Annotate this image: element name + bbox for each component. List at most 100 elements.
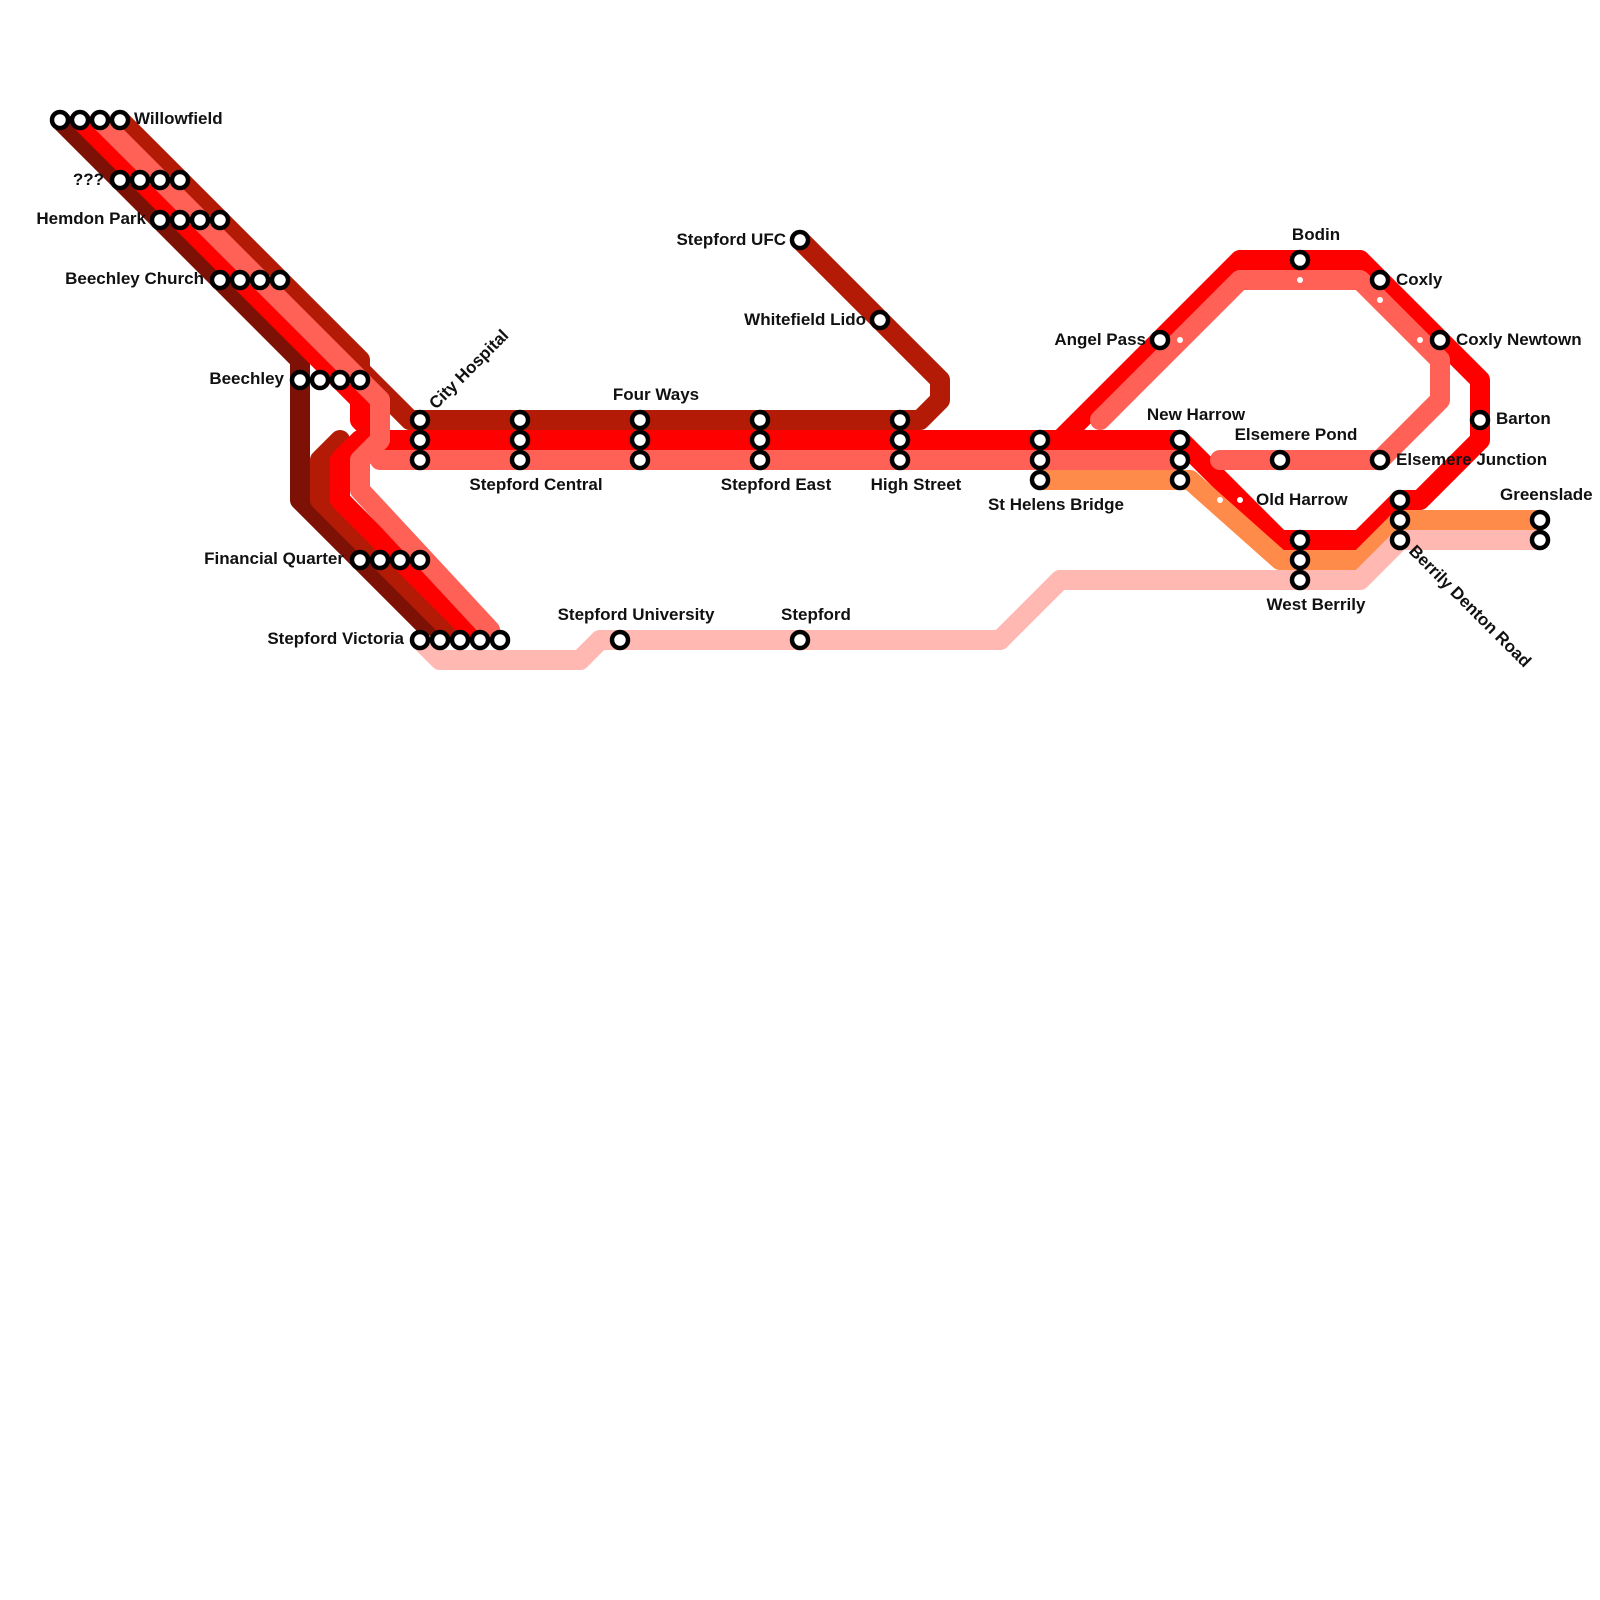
station-label-berrily-denton-road[interactable]: Berrily Denton Road bbox=[1405, 541, 1535, 671]
station-marker-hemdon-park[interactable] bbox=[149, 209, 171, 231]
station-marker-city-hospital[interactable] bbox=[409, 449, 431, 471]
station-label-old-harrow[interactable]: Old Harrow bbox=[1256, 490, 1348, 509]
station-marker-stepford-victoria[interactable] bbox=[489, 629, 511, 651]
station-label-coxly-newtown[interactable]: Coxly Newtown bbox=[1456, 330, 1582, 349]
station-marker-willowfield[interactable] bbox=[49, 109, 71, 131]
station-marker-beechley-church[interactable] bbox=[229, 269, 251, 291]
station-marker-financial-quarter[interactable] bbox=[389, 549, 411, 571]
station-marker-high-street[interactable] bbox=[889, 449, 911, 471]
station-marker-beechley-church[interactable] bbox=[209, 269, 231, 291]
station-marker-beechley[interactable] bbox=[289, 369, 311, 391]
station-label-hemdon-park[interactable]: Hemdon Park bbox=[36, 209, 146, 228]
station-label-angel-pass[interactable]: Angel Pass bbox=[1054, 330, 1146, 349]
station-marker-stepford-central[interactable] bbox=[509, 449, 531, 471]
station-label-beechley-church[interactable]: Beechley Church bbox=[65, 269, 204, 288]
station-marker-high-street[interactable] bbox=[889, 429, 911, 451]
station-marker-stepford-university[interactable] bbox=[609, 629, 631, 651]
station-label-financial-quarter[interactable]: Financial Quarter bbox=[204, 549, 344, 568]
station-label-stepford-victoria[interactable]: Stepford Victoria bbox=[267, 629, 404, 648]
station-label-high-street[interactable]: High Street bbox=[871, 475, 962, 494]
station-label-willowfield[interactable]: Willowfield bbox=[134, 109, 223, 128]
station-marker-stepford-victoria[interactable] bbox=[409, 629, 431, 651]
station-marker-elsemere-pond[interactable] bbox=[1269, 449, 1291, 471]
station-marker-bodin[interactable] bbox=[1289, 249, 1311, 271]
station-marker-city-hospital[interactable] bbox=[409, 429, 431, 451]
station-marker-unknown[interactable] bbox=[149, 169, 171, 191]
station-marker-willowfield[interactable] bbox=[109, 109, 131, 131]
station-label-west-berrily[interactable]: West Berrily bbox=[1267, 595, 1366, 614]
station-marker-beechley-church[interactable] bbox=[269, 269, 291, 291]
station-marker-stepford-victoria[interactable] bbox=[449, 629, 471, 651]
station-label-elsemere-junction[interactable]: Elsemere Junction bbox=[1396, 450, 1547, 469]
station-marker-stepford-central[interactable] bbox=[509, 409, 531, 431]
route-orange-line[interactable] bbox=[1030, 470, 1550, 570]
station-label-city-hospital[interactable]: City Hospital bbox=[425, 326, 512, 413]
station-marker-berrily-denton-road[interactable] bbox=[1389, 529, 1411, 551]
route-pink-line[interactable] bbox=[410, 530, 1550, 670]
station-marker-coxly[interactable] bbox=[1369, 269, 1391, 291]
station-marker-stepford-central[interactable] bbox=[509, 429, 531, 451]
station-marker-st-helens-bridge[interactable] bbox=[1029, 469, 1051, 491]
station-marker-four-ways[interactable] bbox=[629, 449, 651, 471]
station-label-st-helens-bridge[interactable]: St Helens Bridge bbox=[988, 495, 1124, 514]
station-label-barton[interactable]: Barton bbox=[1496, 409, 1551, 428]
station-marker-berrily-denton-road[interactable] bbox=[1389, 489, 1411, 511]
station-label-beechley[interactable]: Beechley bbox=[209, 369, 284, 388]
station-marker-barton[interactable] bbox=[1469, 409, 1491, 431]
station-marker-beechley[interactable] bbox=[309, 369, 331, 391]
station-label-stepford-east[interactable]: Stepford East bbox=[721, 475, 832, 494]
station-marker-financial-quarter[interactable] bbox=[349, 549, 371, 571]
station-marker-willowfield[interactable] bbox=[69, 109, 91, 131]
station-label-stepford-university[interactable]: Stepford University bbox=[558, 605, 715, 624]
station-marker-unknown[interactable] bbox=[129, 169, 151, 191]
station-marker-st-helens-bridge[interactable] bbox=[1029, 449, 1051, 471]
station-label-coxly[interactable]: Coxly bbox=[1396, 270, 1443, 289]
station-label-whitefield-lido[interactable]: Whitefield Lido bbox=[744, 310, 866, 329]
station-marker-city-hospital[interactable] bbox=[409, 409, 431, 431]
station-marker-stepford-east[interactable] bbox=[749, 449, 771, 471]
station-marker-beechley-church[interactable] bbox=[249, 269, 271, 291]
station-marker-new-harrow[interactable] bbox=[1169, 429, 1191, 451]
station-marker-coxly-newtown[interactable] bbox=[1429, 329, 1451, 351]
station-label-bodin[interactable]: Bodin bbox=[1292, 225, 1340, 244]
route-coral-line[interactable] bbox=[90, 110, 500, 640]
station-marker-hemdon-park[interactable] bbox=[169, 209, 191, 231]
station-marker-four-ways[interactable] bbox=[629, 429, 651, 451]
station-marker-hemdon-park[interactable] bbox=[209, 209, 231, 231]
station-marker-beechley[interactable] bbox=[349, 369, 371, 391]
station-marker-willowfield[interactable] bbox=[89, 109, 111, 131]
station-marker-stepford[interactable] bbox=[789, 629, 811, 651]
station-label-new-harrow[interactable]: New Harrow bbox=[1147, 405, 1246, 424]
station-marker-new-harrow[interactable] bbox=[1169, 469, 1191, 491]
station-marker-greenslade[interactable] bbox=[1529, 529, 1551, 551]
station-marker-stepford-victoria[interactable] bbox=[469, 629, 491, 651]
station-marker-west-berrily[interactable] bbox=[1289, 569, 1311, 591]
station-marker-beechley[interactable] bbox=[329, 369, 351, 391]
station-marker-hemdon-park[interactable] bbox=[189, 209, 211, 231]
station-marker-west-berrily[interactable] bbox=[1289, 529, 1311, 551]
station-label-stepford[interactable]: Stepford bbox=[781, 605, 851, 624]
station-marker-angel-pass[interactable] bbox=[1149, 329, 1171, 351]
station-marker-unknown[interactable] bbox=[109, 169, 131, 191]
station-marker-stepford-ufc[interactable] bbox=[789, 229, 811, 251]
route-rust-line[interactable] bbox=[110, 110, 950, 430]
station-marker-stepford-east[interactable] bbox=[749, 429, 771, 451]
station-marker-financial-quarter[interactable] bbox=[409, 549, 431, 571]
station-marker-stepford-east[interactable] bbox=[749, 409, 771, 431]
station-marker-financial-quarter[interactable] bbox=[369, 549, 391, 571]
station-marker-elsemere-junction[interactable] bbox=[1369, 449, 1391, 471]
station-marker-new-harrow[interactable] bbox=[1169, 449, 1191, 471]
station-label-elsemere-pond[interactable]: Elsemere Pond bbox=[1235, 425, 1358, 444]
station-marker-high-street[interactable] bbox=[889, 409, 911, 431]
station-marker-stepford-victoria[interactable] bbox=[429, 629, 451, 651]
station-label-stepford-central[interactable]: Stepford Central bbox=[469, 475, 602, 494]
station-marker-greenslade[interactable] bbox=[1529, 509, 1551, 531]
station-label-greenslade[interactable]: Greenslade bbox=[1500, 485, 1593, 504]
station-marker-berrily-denton-road[interactable] bbox=[1389, 509, 1411, 531]
station-label-stepford-ufc[interactable]: Stepford UFC bbox=[676, 230, 786, 249]
station-label-unknown[interactable]: ??? bbox=[73, 170, 104, 189]
station-label-four-ways[interactable]: Four Ways bbox=[613, 385, 699, 404]
station-marker-whitefield-lido[interactable] bbox=[869, 309, 891, 331]
station-marker-unknown[interactable] bbox=[169, 169, 191, 191]
station-marker-west-berrily[interactable] bbox=[1289, 549, 1311, 571]
